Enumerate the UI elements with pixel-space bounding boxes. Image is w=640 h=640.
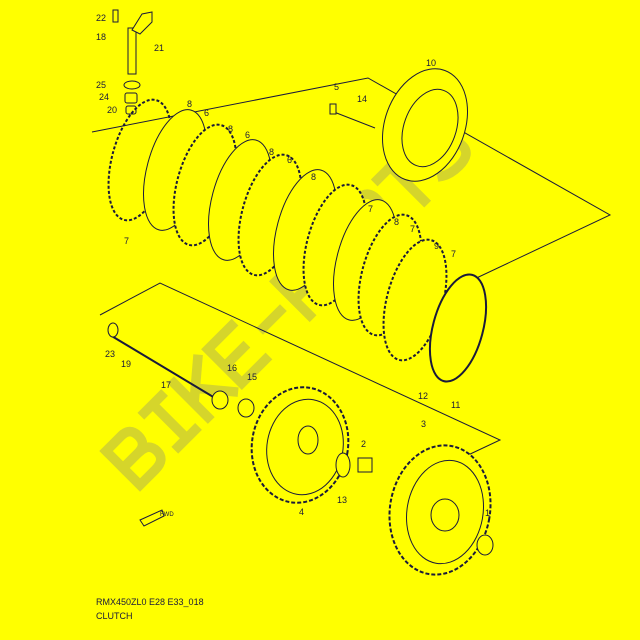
callout-14: 14 xyxy=(357,94,368,104)
callout-8: 8 xyxy=(311,172,317,182)
callout-4: 4 xyxy=(299,507,305,517)
callout-8: 8 xyxy=(228,124,234,134)
release-shaft xyxy=(112,9,153,115)
needle-bearing xyxy=(357,457,373,473)
plate-group-outline xyxy=(91,77,612,283)
callout-12: 12 xyxy=(418,391,429,401)
diagram-title: CLUTCH xyxy=(96,611,133,621)
callout-18: 18 xyxy=(96,32,107,42)
thrust-washer xyxy=(335,452,351,478)
callout-19: 19 xyxy=(121,359,132,369)
callout-22: 22 xyxy=(96,13,107,23)
fwd-arrow-icon xyxy=(139,509,165,527)
callout-10: 10 xyxy=(426,58,437,68)
spacer xyxy=(476,534,494,556)
callout-20: 20 xyxy=(107,105,118,115)
callout-8: 8 xyxy=(269,147,275,157)
callout-9: 9 xyxy=(434,241,440,251)
callout-6: 6 xyxy=(287,155,293,165)
callout-7: 7 xyxy=(124,236,130,246)
callout-1: 1 xyxy=(485,508,491,518)
nut xyxy=(211,390,229,410)
callout-5: 5 xyxy=(334,82,340,92)
callout-13: 13 xyxy=(337,495,348,505)
callout-17: 17 xyxy=(161,380,172,390)
callout-7: 7 xyxy=(451,249,457,259)
clutch-plates xyxy=(107,98,488,383)
callout-15: 15 xyxy=(247,372,258,382)
fwd-label: FWD xyxy=(160,512,174,518)
oil-seal xyxy=(107,322,119,338)
callout-8: 8 xyxy=(394,217,400,227)
callout-23: 23 xyxy=(105,349,116,359)
model-code: RMX450ZL0 E28 E33_018 xyxy=(96,597,204,607)
lock-washer xyxy=(237,398,255,418)
callout-6: 6 xyxy=(204,108,210,118)
callout-3: 3 xyxy=(421,419,427,429)
push-rod xyxy=(109,334,216,399)
callout-8: 8 xyxy=(187,99,193,109)
primary-driven-gear xyxy=(388,444,492,576)
callout-6: 6 xyxy=(245,130,251,140)
callout-24: 24 xyxy=(99,92,110,102)
callout-16: 16 xyxy=(227,363,238,373)
callout-2: 2 xyxy=(361,439,367,449)
callout-11: 11 xyxy=(451,400,461,410)
callout-25: 25 xyxy=(96,80,107,90)
pressure-plate xyxy=(329,68,469,182)
callout-7: 7 xyxy=(410,224,416,234)
callout-7: 7 xyxy=(368,204,374,214)
callout-21: 21 xyxy=(154,43,165,53)
clutch-sleeve-hub xyxy=(250,386,350,504)
